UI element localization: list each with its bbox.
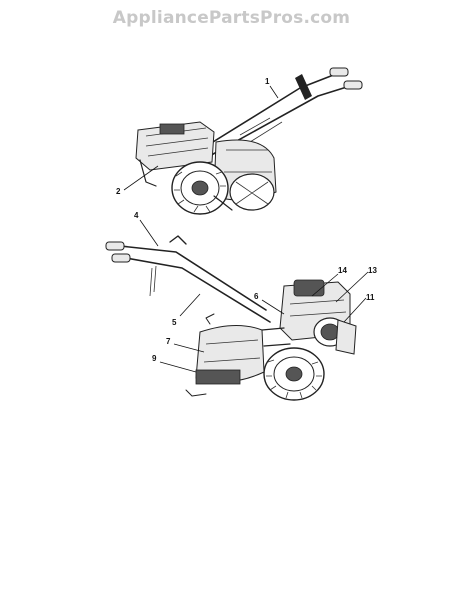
leader-1: [269, 85, 279, 99]
callouts: 1 2 4 5 6 7 9 11 13 14: [116, 77, 377, 373]
watermark: AppliancePartsPros.com: [112, 8, 351, 28]
callout-11: 11: [366, 293, 375, 302]
leader-4: [139, 219, 159, 247]
callout-9: 9: [152, 354, 157, 363]
callout-14: 14: [338, 266, 347, 275]
callout-6: 6: [254, 292, 259, 301]
leader-9: [159, 361, 197, 373]
leader-14: [311, 273, 339, 297]
tiller-bottom-illustration: [105, 235, 357, 401]
leader-11: [343, 297, 367, 323]
leader-6: [261, 299, 285, 315]
leader-2: [123, 165, 159, 191]
callout-13: 13: [368, 266, 377, 275]
callout-2: 2: [116, 187, 121, 196]
leader-5: [179, 293, 201, 317]
callout-1: 1: [265, 77, 270, 86]
leader-7: [173, 343, 205, 353]
tiller-top-illustration: [135, 67, 363, 215]
callout-4: 4: [134, 211, 139, 220]
leader-13: [335, 271, 369, 303]
callout-5: 5: [172, 318, 177, 327]
callout-7: 7: [166, 337, 171, 346]
